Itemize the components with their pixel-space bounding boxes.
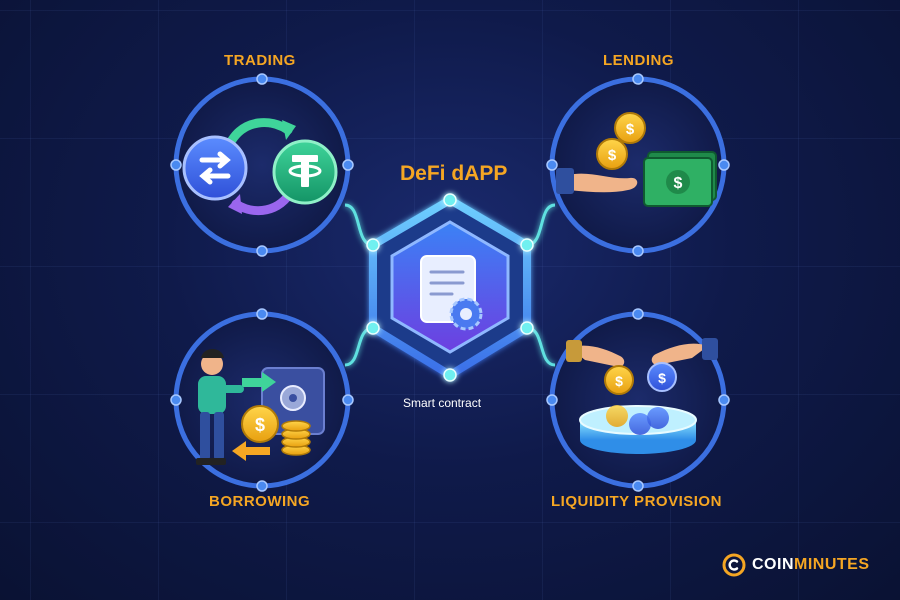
svg-text:$: $ [255, 415, 265, 435]
svg-text:$: $ [626, 121, 635, 138]
node-circle-trading [170, 73, 354, 257]
connector-trading [344, 203, 374, 247]
brand-logo: COINMINUTES [722, 553, 870, 577]
hand-coins-cash-icon: $ $ $ [556, 112, 717, 207]
connector-lending [526, 203, 556, 247]
node-label-borrowing: BORROWING [209, 493, 311, 510]
svg-text:$: $ [658, 370, 666, 386]
person-vault-coins-icon: $ [196, 349, 325, 465]
connector-liquidity [526, 326, 556, 367]
node-label-liquidity: LIQUIDITY PROVISION [551, 493, 722, 510]
svg-text:$: $ [608, 147, 617, 164]
center-caption: Smart contract [403, 396, 482, 410]
node-circle-lending [546, 73, 730, 257]
diagram-title: DeFi dAPP [400, 162, 508, 185]
hands-coins-pool-icon: $ $ [566, 338, 718, 454]
node-label-trading: TRADING [224, 52, 296, 69]
coinminutes-logo-icon [722, 553, 746, 577]
node-label-lending: LENDING [603, 52, 674, 69]
document-gear-icon [420, 255, 483, 331]
brand-name-part2: MINUTES [794, 556, 870, 573]
svg-text:$: $ [674, 175, 683, 192]
brand-name: COINMINUTES [752, 556, 870, 574]
svg-text:$: $ [615, 373, 623, 389]
connector-borrowing [344, 326, 374, 367]
node-circle-liquidity [546, 308, 730, 492]
brand-name-part1: COIN [752, 556, 794, 573]
swap-arrows-tether-icon [182, 118, 338, 216]
